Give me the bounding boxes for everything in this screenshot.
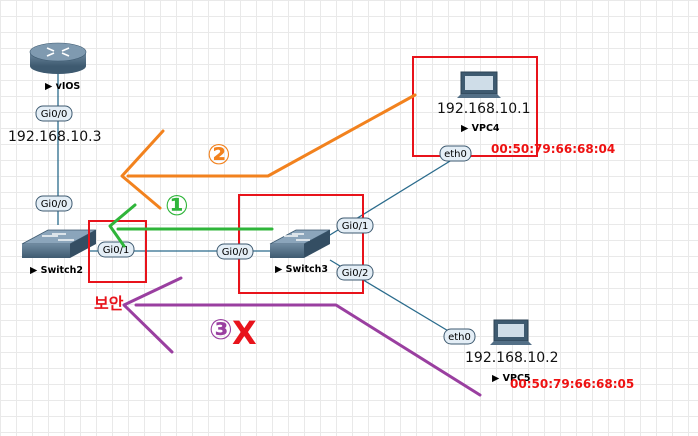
svg-text:Gi0/1: Gi0/1 [342,221,369,232]
svg-text:Gi0/0: Gi0/0 [222,247,249,258]
switch-icon[interactable] [21,229,97,258]
vpc4-ip: 192.168.10.1 [437,101,531,117]
vpc4-label: ▶ VPC4 [461,123,500,134]
switch3-port-2-badge: Gi0/2 [336,264,374,281]
pc-icon[interactable] [457,71,501,98]
vpc4-box [412,56,538,157]
vpc4-port-badge: eth0 [439,145,472,162]
step1-label: ① [165,189,189,222]
svg-text:eth0: eth0 [444,149,467,160]
vpc5-ip: 192.168.10.2 [465,350,559,366]
step2-label: ② [207,138,231,171]
switch2-port-up-badge: Gi0/0 [35,195,73,212]
switch3-port-left-badge: Gi0/0 [216,243,254,260]
arrow-step2 [120,93,417,210]
vpc5-mac: 00:50:79:66:68:05 [510,377,634,391]
switch2-port-right-badge: Gi0/1 [97,241,135,258]
router-icon[interactable] [29,42,87,74]
pc-icon[interactable] [490,319,532,345]
svg-text:Gi0/0: Gi0/0 [41,109,68,120]
step3-label: ③ [209,313,233,346]
blocked-icon: X [232,314,257,352]
switch-icon[interactable] [269,229,331,258]
switch2-label: ▶ Switch2 [30,265,83,276]
vpc5-port-badge: eth0 [443,328,476,345]
vpc5-label: ▶ VPC5 [492,373,531,384]
security-label: 보안 [94,294,124,313]
svg-text:Gi0/2: Gi0/2 [342,268,369,279]
arrow-step3 [122,276,482,397]
router-ip: 192.168.10.3 [8,129,102,145]
arrow-step1 [108,203,274,248]
router-port-badge: Gi0/0 [35,105,73,122]
svg-text:Gi0/1: Gi0/1 [103,245,130,256]
vpc4-mac: 00:50:79:66:68:04 [491,142,615,156]
router-label: ▶ vIOS [45,81,80,92]
svg-text:eth0: eth0 [448,332,471,343]
svg-text:Gi0/0: Gi0/0 [41,199,68,210]
switch3-port-1-badge: Gi0/1 [336,217,374,234]
switch3-label: ▶ Switch3 [275,264,328,275]
